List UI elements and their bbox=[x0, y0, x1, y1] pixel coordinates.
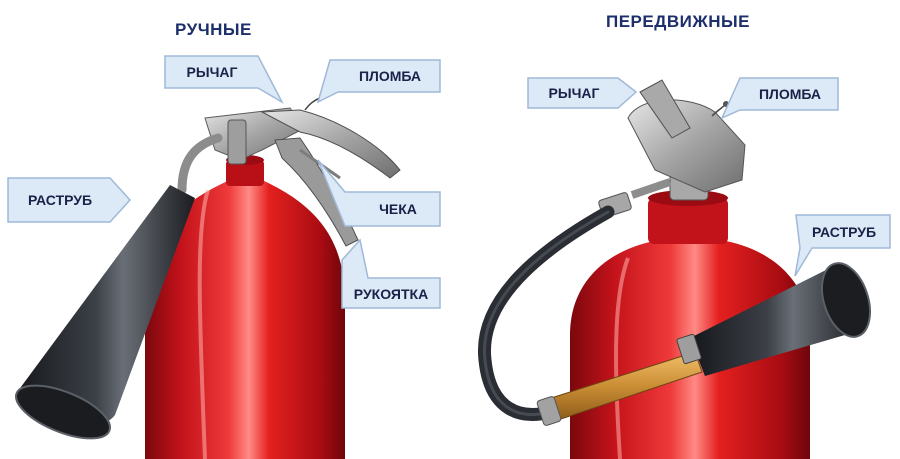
callout-arrow-left-seal bbox=[316, 59, 441, 104]
callout-arrow-left-lever bbox=[164, 55, 284, 104]
mobile-neck-collar bbox=[648, 198, 728, 244]
callout-arrow-left-pin bbox=[317, 159, 441, 227]
callout-arrow-right-lever bbox=[527, 77, 638, 109]
label-left-pin: ЧЕКА bbox=[379, 201, 417, 217]
callout-arrow-right-nozzle bbox=[794, 214, 891, 277]
label-right-nozzle: РАСТРУБ bbox=[811, 224, 877, 240]
label-right-lever: РЫЧАГ bbox=[548, 85, 600, 101]
title-manual: РУЧНЫЕ bbox=[175, 20, 252, 39]
label-left-handle: РУКОЯТКА bbox=[353, 286, 429, 302]
label-left-nozzle: РАСТРУБ bbox=[27, 192, 93, 208]
mobile-extinguisher bbox=[478, 79, 871, 459]
manual-discharge-tube bbox=[177, 133, 223, 195]
callout-arrow-left-nozzle bbox=[7, 177, 132, 223]
mobile-lever bbox=[639, 79, 691, 139]
manual-horn bbox=[15, 185, 195, 427]
label-right-seal: ПЛОМБА bbox=[758, 86, 822, 102]
callout-shapes bbox=[7, 55, 891, 309]
manual-lever bbox=[260, 109, 401, 179]
manual-cylinder bbox=[145, 180, 345, 459]
callout-arrow-right-seal bbox=[720, 77, 839, 120]
manual-neck-collar bbox=[226, 160, 264, 186]
label-left-lever: РЫЧАГ bbox=[186, 64, 238, 80]
manual-extinguisher bbox=[15, 93, 401, 459]
title-mobile: ПЕРЕДВИЖНЫЕ bbox=[606, 12, 750, 31]
mobile-valve-head bbox=[627, 99, 746, 193]
callout-arrow-left-handle bbox=[341, 238, 441, 309]
mobile-horn bbox=[690, 268, 862, 376]
label-left-seal: ПЛОМБА bbox=[358, 68, 422, 84]
